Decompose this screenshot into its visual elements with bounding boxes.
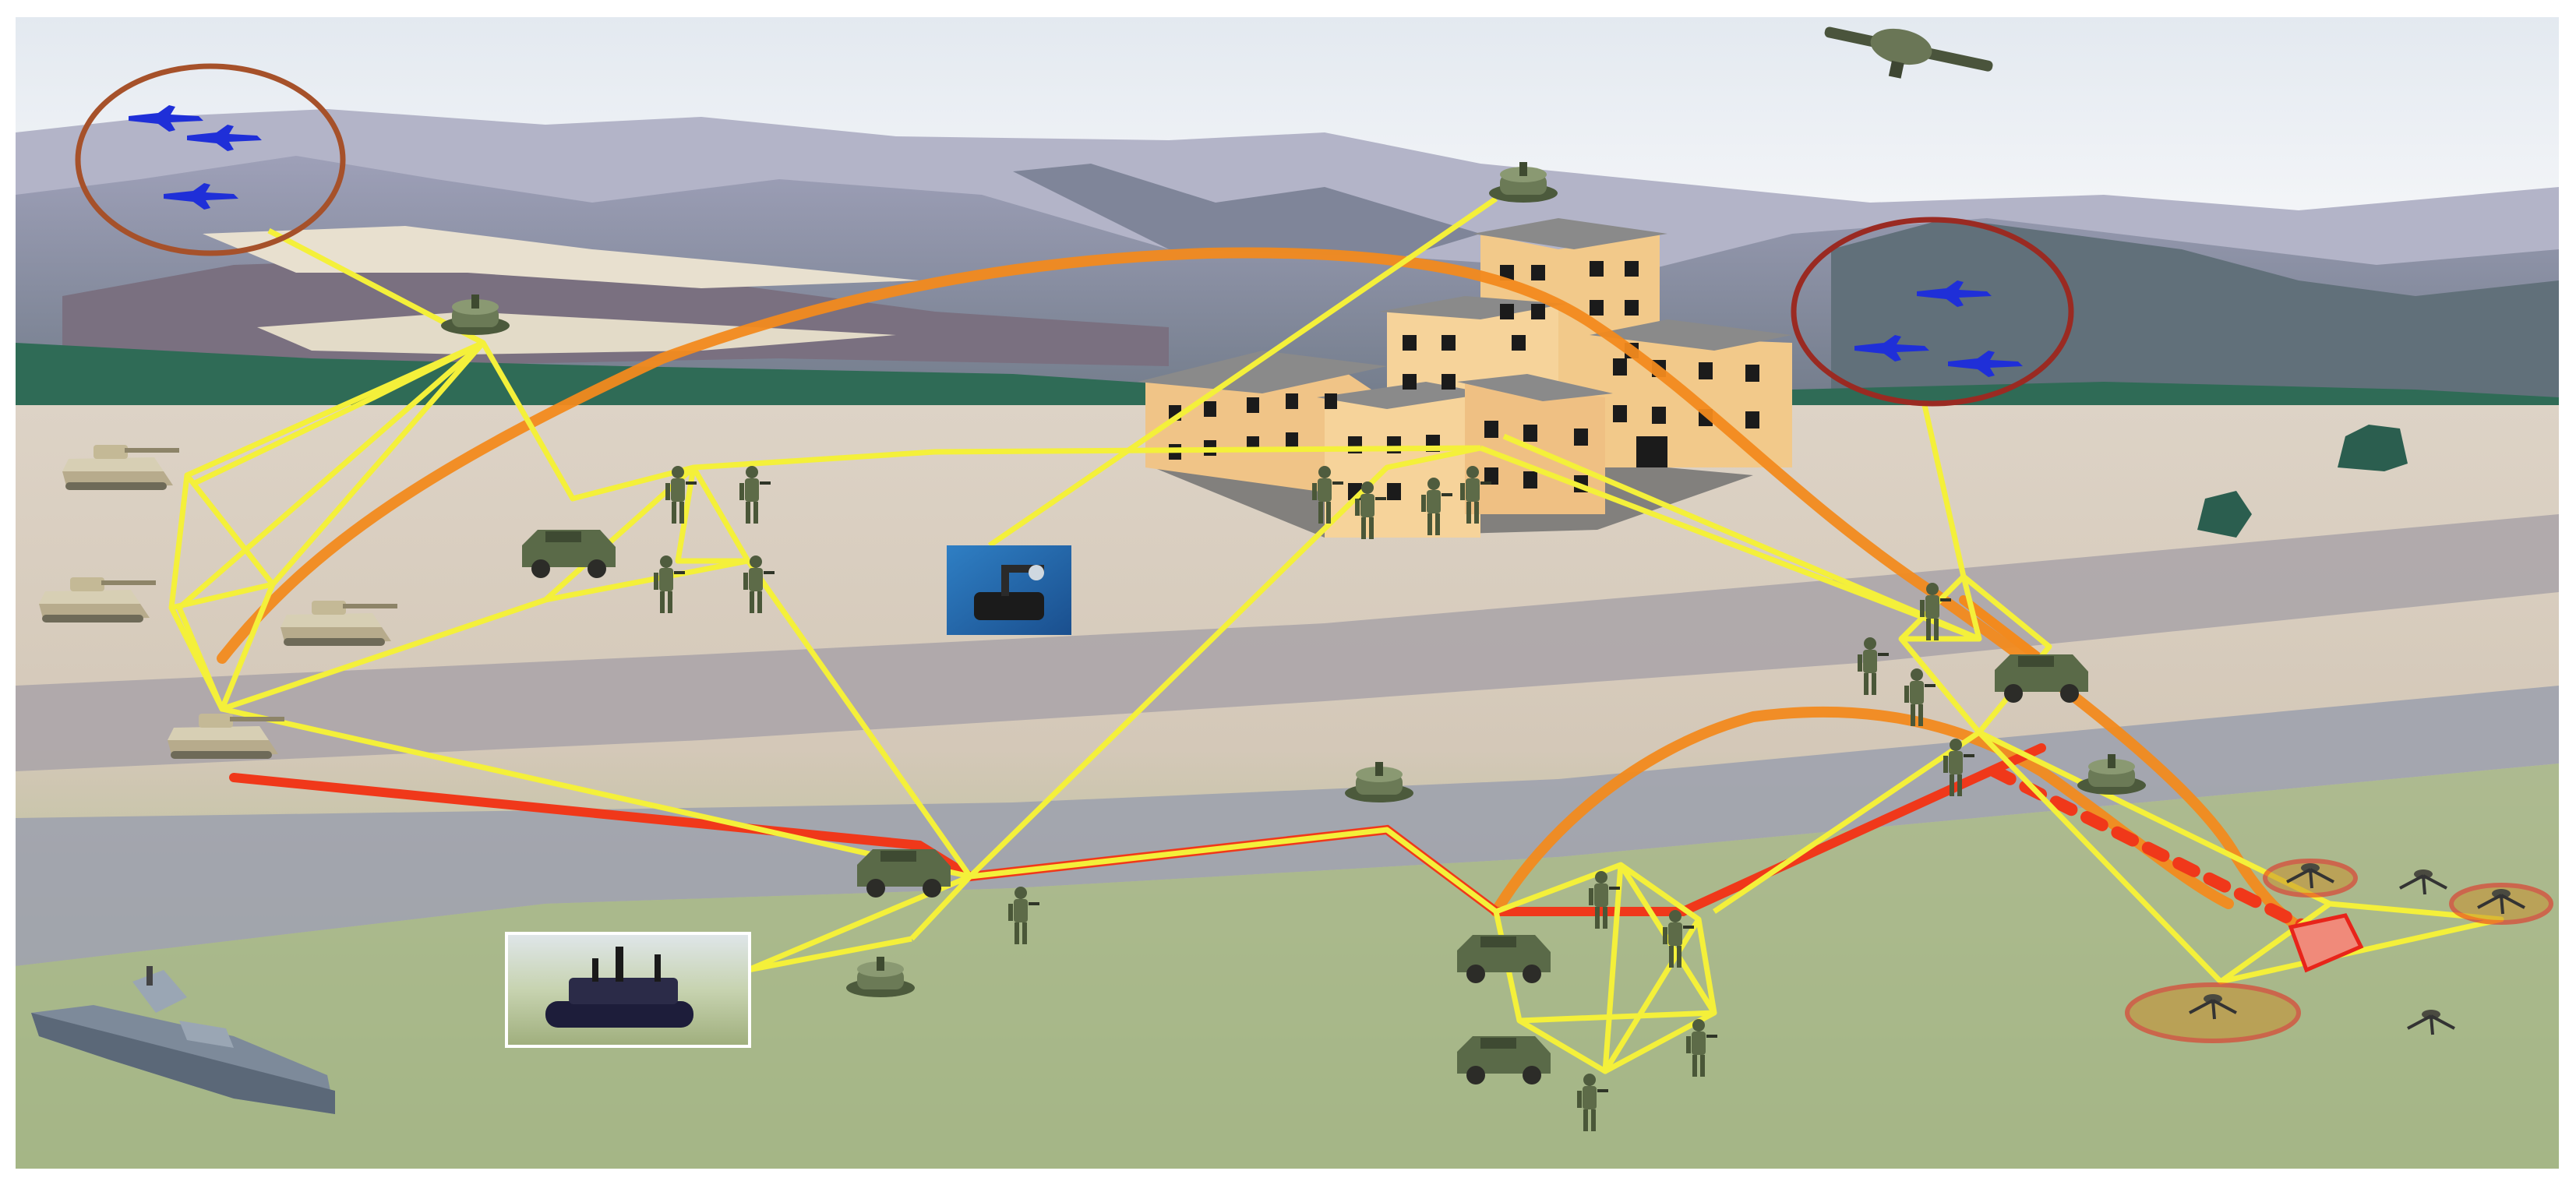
target-marker bbox=[2288, 913, 2364, 973]
sensor-field bbox=[2125, 859, 2553, 1043]
road-far bbox=[16, 514, 2559, 771]
mountain-range bbox=[16, 109, 2559, 421]
red-dotted-link bbox=[1988, 765, 2328, 941]
fighter-jet-group-icon bbox=[1791, 217, 2074, 407]
robot-vehicle-photo bbox=[947, 545, 1071, 635]
shrubs bbox=[2197, 425, 2408, 538]
robot-vehicle-photo bbox=[505, 932, 751, 1048]
orange-arc-long bbox=[217, 247, 2343, 948]
warship-icon bbox=[31, 966, 335, 1114]
uav-drone-icon bbox=[1824, 26, 1993, 79]
road-near bbox=[16, 686, 2559, 966]
fighter-jet-group-icon bbox=[75, 63, 346, 256]
